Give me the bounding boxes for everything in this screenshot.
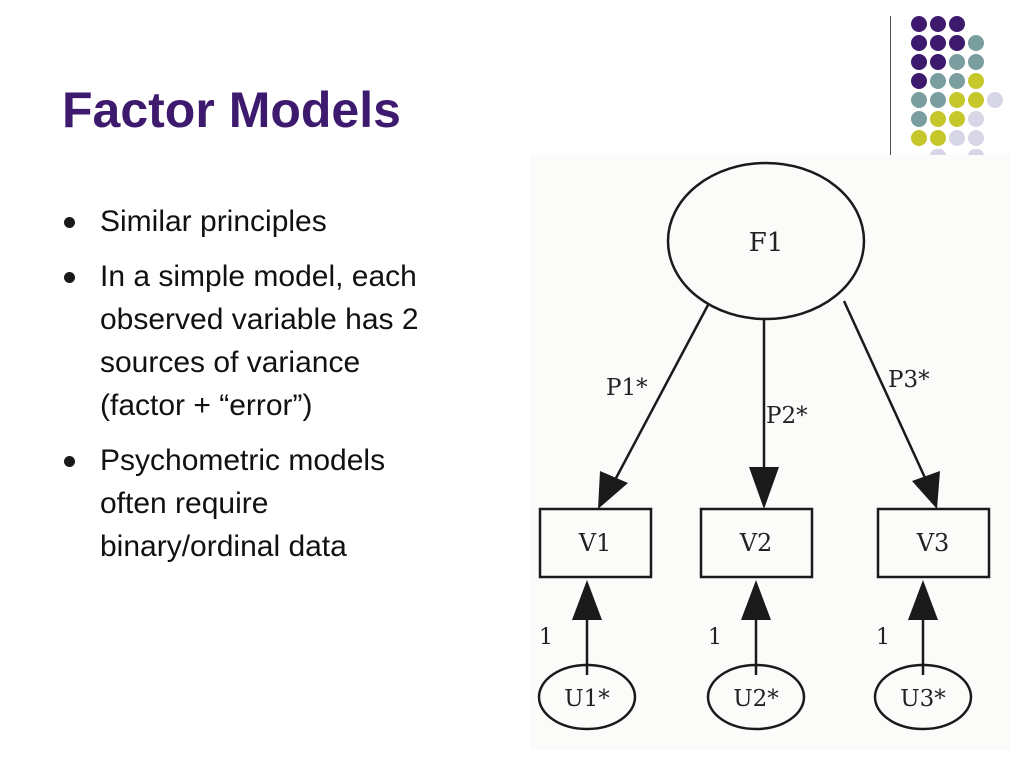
dot [968, 92, 984, 108]
loading-label-p2: P2* [766, 403, 808, 429]
error-path-label: 1 [539, 625, 553, 650]
arrowhead-icon [749, 467, 779, 509]
variable-box-v1 [538, 507, 653, 579]
dot [930, 54, 946, 70]
loading-label-p1: P1* [606, 375, 648, 401]
dot [949, 16, 965, 32]
dot [968, 35, 984, 51]
variable-box-v3 [876, 507, 991, 579]
arrowhead-icon [908, 580, 938, 620]
dot [968, 130, 984, 146]
dot [987, 92, 1003, 108]
dot [930, 130, 946, 146]
uniqueness-node-u3 [873, 663, 973, 731]
title-divider-line [890, 16, 891, 156]
error-path-label: 1 [708, 625, 722, 650]
variable-label-v2: V2 [739, 529, 773, 557]
bullet-text-line: In a simple model, each [100, 260, 417, 293]
dot [911, 35, 927, 51]
loading-label-p3: P3* [888, 367, 930, 393]
bullet-item: Similar principles [62, 200, 522, 243]
dot [930, 92, 946, 108]
variable-label-v1: V1 [578, 529, 612, 557]
dot [911, 130, 927, 146]
uniqueness-node-u1 [537, 663, 637, 731]
factor-model-diagram: F1 V1 V2 V3 P1* P2* P3* 1 1 1 U1* U2* U3… [530, 155, 1010, 750]
bullet-text-line: sources of variance [100, 346, 361, 379]
dot [968, 111, 984, 127]
dot [930, 35, 946, 51]
dot [930, 149, 946, 156]
bullet-list: Similar principles In a simple model, ea… [62, 200, 522, 580]
uniqueness-label-u2: U2* [733, 686, 779, 712]
bullet-text-line: Psychometric models [100, 444, 386, 477]
dot [930, 111, 946, 127]
bullet-text-line: (factor + “error”) [100, 389, 313, 422]
slide-title: Factor Models [62, 82, 401, 138]
diagram-canvas: F1 V1 V2 V3 P1* P2* P3* 1 1 1 U1* U2* U3… [537, 161, 991, 731]
dot [911, 16, 927, 32]
dot [968, 73, 984, 89]
error-path-label: 1 [876, 625, 890, 650]
dot [968, 54, 984, 70]
dot [911, 111, 927, 127]
loading-path-v3 [842, 300, 928, 481]
dot [949, 92, 965, 108]
bullet-text-line: Similar principles [100, 205, 327, 238]
bullet-text-line: observed variable has 2 [100, 303, 419, 336]
dot [968, 149, 984, 156]
uniqueness-label-u3: U3* [900, 686, 946, 712]
loading-path-v1 [613, 304, 710, 481]
dot [911, 92, 927, 108]
bullet-item: In a simple model, each observed variabl… [62, 255, 522, 427]
dot [949, 54, 965, 70]
bullet-item: Psychometric models often require binary… [62, 439, 522, 568]
dot [930, 16, 946, 32]
arrowhead-icon [598, 471, 628, 509]
factor-label: F1 [749, 228, 784, 258]
arrowhead-icon [572, 580, 602, 620]
uniqueness-node-u2 [706, 663, 806, 731]
uniqueness-label-u1: U1* [564, 686, 610, 712]
dot [911, 54, 927, 70]
arrowhead-icon [741, 580, 771, 620]
arrowhead-icon [912, 471, 940, 509]
bullet-text-line: often require [100, 487, 269, 520]
factor-node [666, 161, 866, 321]
dot [949, 111, 965, 127]
variable-label-v3: V3 [916, 529, 950, 557]
bullet-text-line: binary/ordinal data [100, 530, 347, 563]
dot [911, 73, 927, 89]
dot [930, 73, 946, 89]
variable-box-v2 [699, 507, 814, 579]
dot [949, 35, 965, 51]
dot [949, 73, 965, 89]
dot [949, 130, 965, 146]
